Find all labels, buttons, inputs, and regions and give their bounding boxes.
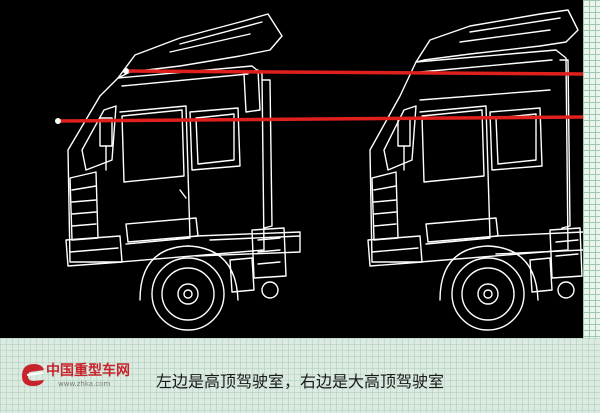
cab-top-reference-line [56,115,583,123]
site-logo: 中国重型车网 www.zhka.com [18,358,143,398]
reference-line-endpoints [55,68,129,124]
height-reference-lines [56,69,583,123]
right-truck-extra-high-roof [367,9,583,331]
truck-line-drawing [55,9,583,331]
logo-name: 中国重型车网 [46,363,130,379]
image-caption: 左边是高顶驾驶室，右边是大高顶驾驶室 [156,372,445,391]
cab-comparison-drawing [0,0,583,338]
logo-url: www.zhka.com [58,380,111,388]
caption-bar [0,338,600,413]
roof-height-reference-line [124,69,583,76]
left-truck-high-roof [65,13,301,331]
cab-line-endpoint [55,118,61,124]
graph-paper-edge [583,0,600,338]
brand-mark-icon [22,364,44,386]
roof-line-endpoint [123,68,129,74]
